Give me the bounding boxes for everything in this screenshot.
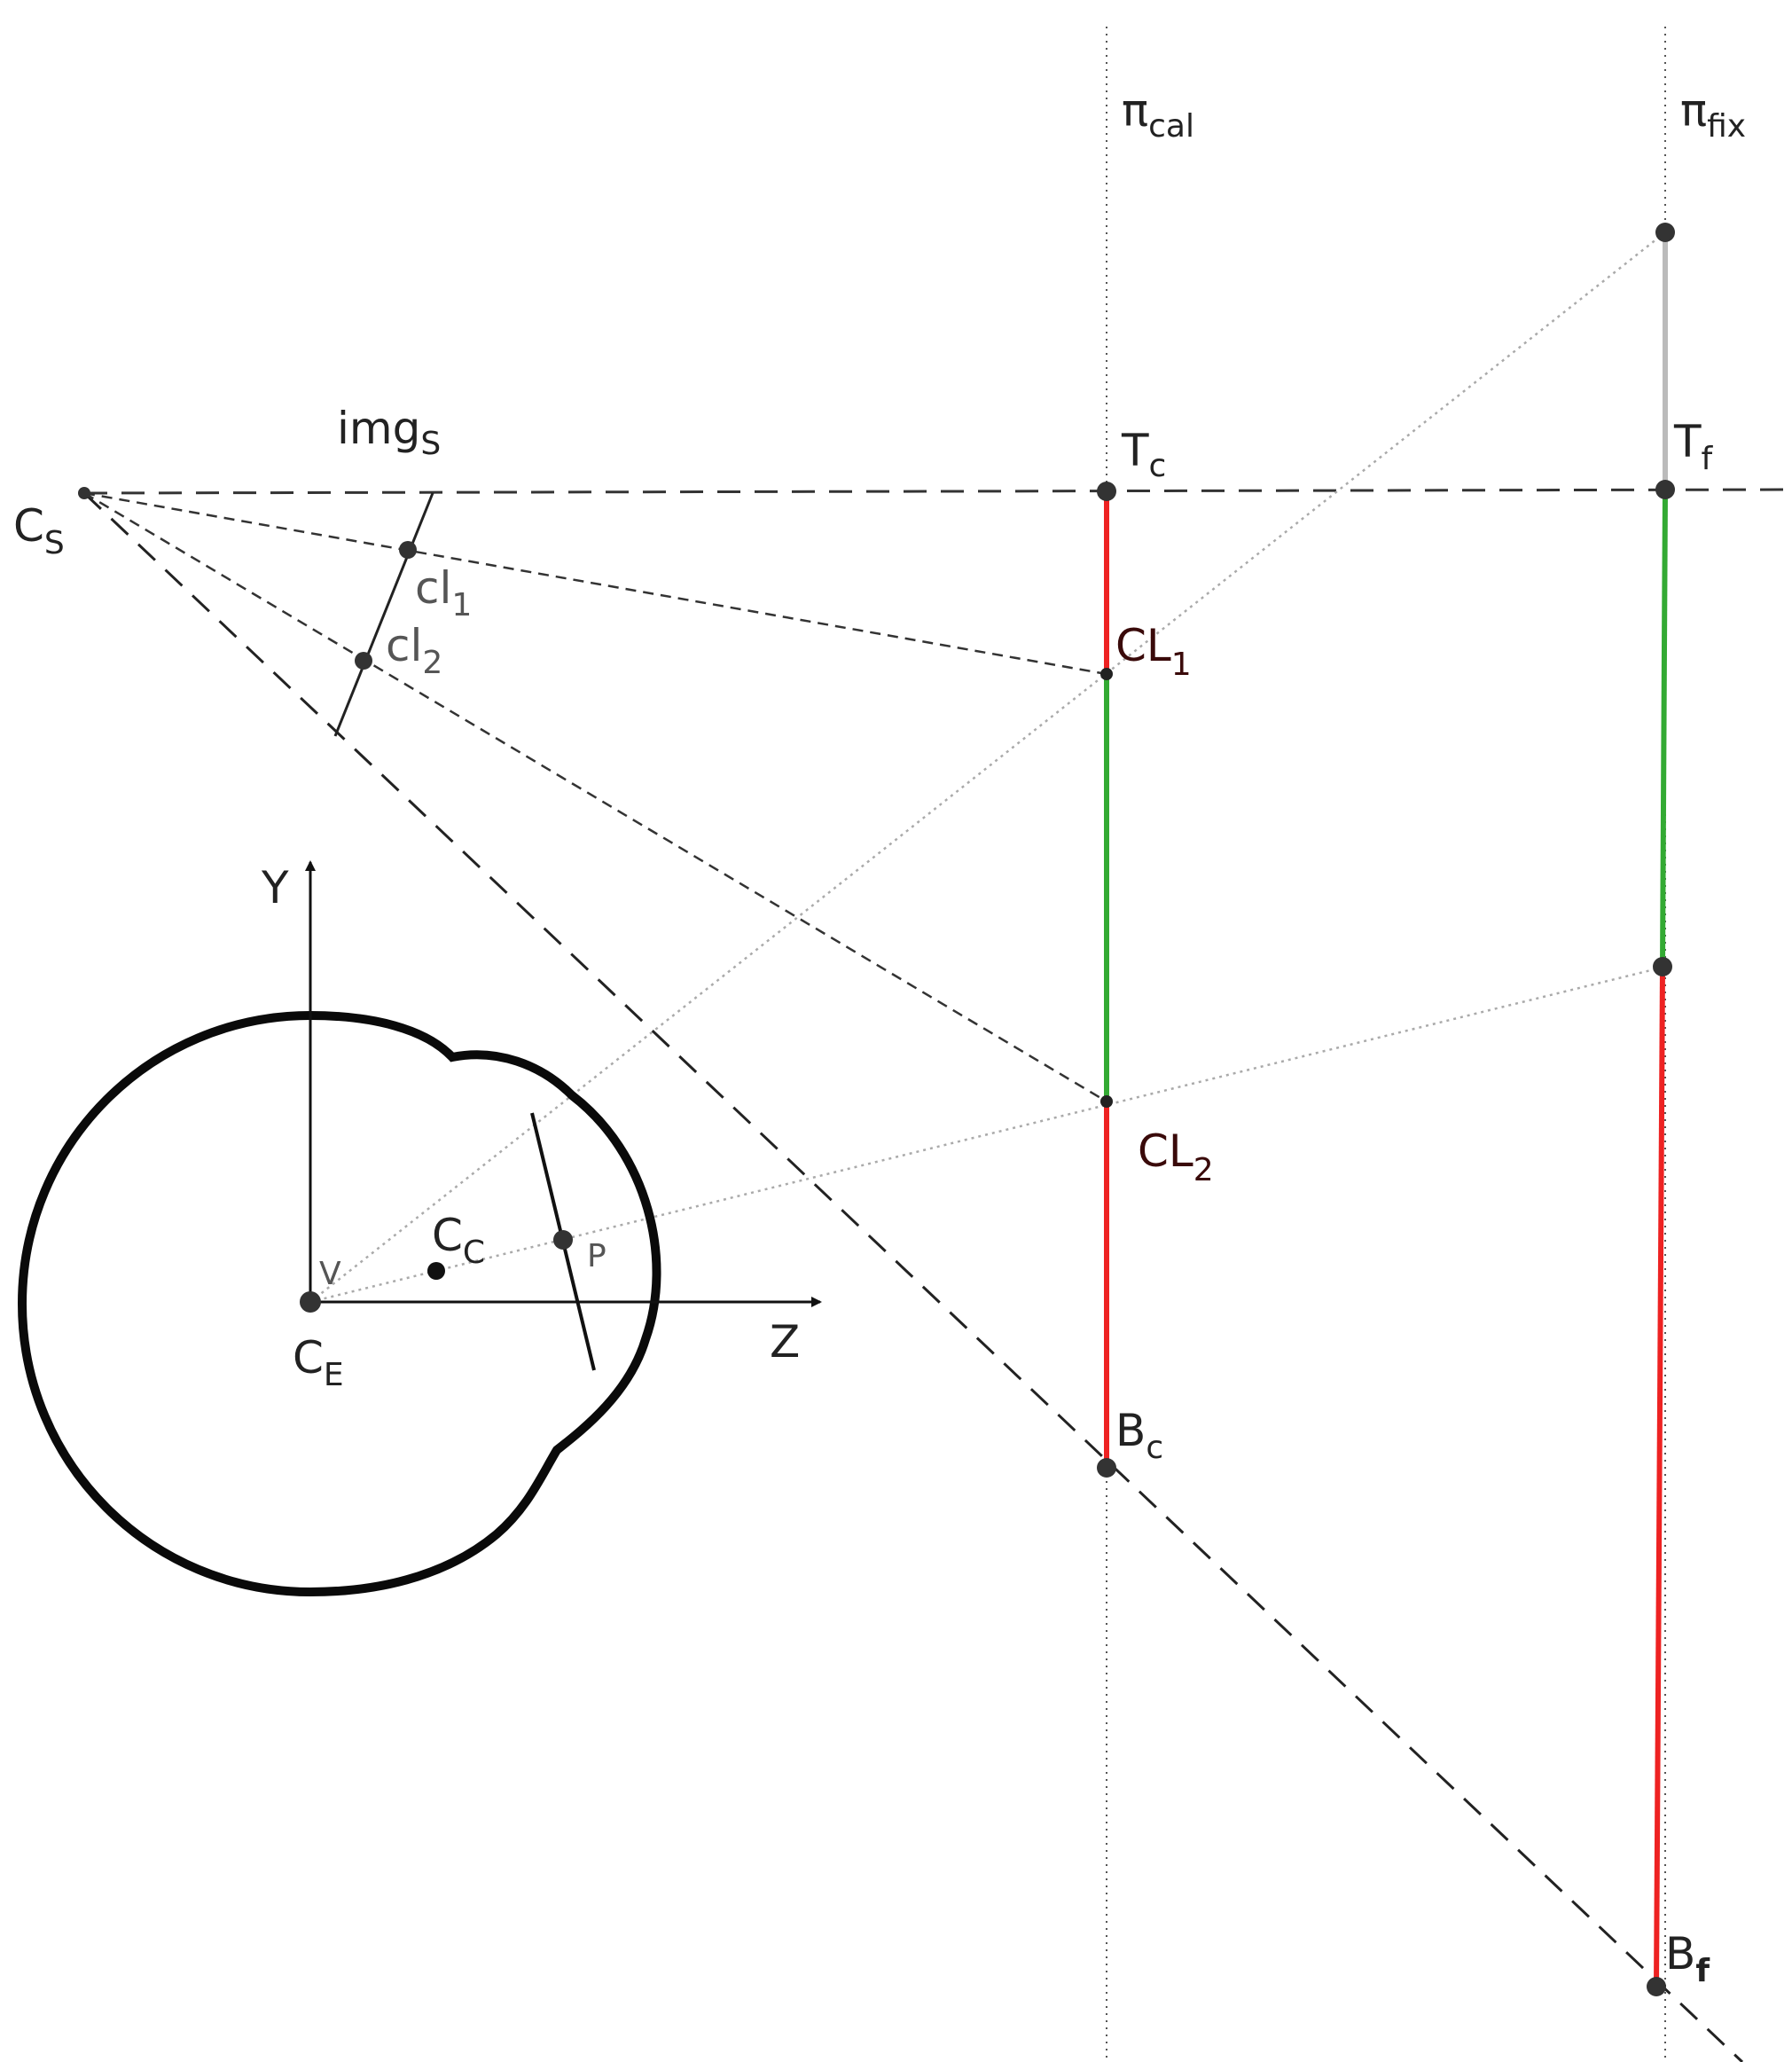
point-cl2 — [355, 652, 372, 670]
point-b-c — [1097, 1458, 1116, 1478]
label-CL2: CL2 — [1138, 1125, 1214, 1188]
label-c-e: CE — [293, 1332, 344, 1393]
point-CL2 — [1100, 1095, 1113, 1108]
eye-outline — [17, 1010, 661, 1597]
point-b-f — [1647, 1977, 1666, 1996]
label-cl1: cl1 — [415, 562, 472, 623]
label-t-f: Tf — [1673, 416, 1714, 477]
segment-mid-bf — [1654, 966, 1665, 1988]
label-CL1: CL1 — [1115, 620, 1192, 683]
gaze-ray-lower — [309, 965, 1666, 1304]
ray-cl1 — [83, 491, 1107, 676]
label-y-axis: Y — [261, 862, 289, 913]
label-v: V — [319, 1256, 341, 1292]
label-p: P — [587, 1238, 606, 1274]
point-CL1 — [1100, 668, 1113, 680]
point-fix-top — [1655, 223, 1675, 242]
ray-cl2 — [83, 491, 1107, 1103]
label-c-s: CS — [13, 500, 65, 561]
point-c-c — [427, 1262, 445, 1280]
label-pi-fix: πfix — [1680, 85, 1746, 145]
label-img-s: imgS — [337, 403, 441, 462]
point-c-s — [78, 487, 90, 499]
label-c-c: CC — [432, 1210, 485, 1271]
label-pi-cal: πcal — [1122, 85, 1194, 145]
point-t-c — [1097, 482, 1116, 501]
label-b-c: Bc — [1115, 1405, 1163, 1466]
point-p — [553, 1230, 573, 1250]
top-horizontal-ray — [83, 488, 1792, 495]
point-c-e — [300, 1291, 321, 1313]
label-b-f: Bf — [1665, 1928, 1710, 1989]
point-fix-mid — [1653, 957, 1672, 976]
bottom-diagonal-ray — [82, 491, 1744, 2062]
image-plane-img-s — [333, 492, 434, 737]
point-cl1 — [399, 541, 417, 559]
label-t-c: Tc — [1121, 425, 1166, 484]
label-cl2: cl2 — [386, 620, 442, 681]
label-z-axis: Z — [770, 1316, 800, 1368]
point-t-f — [1655, 480, 1675, 499]
segment-tf-mid — [1660, 489, 1668, 968]
gaze-ray-upper — [309, 231, 1666, 1303]
